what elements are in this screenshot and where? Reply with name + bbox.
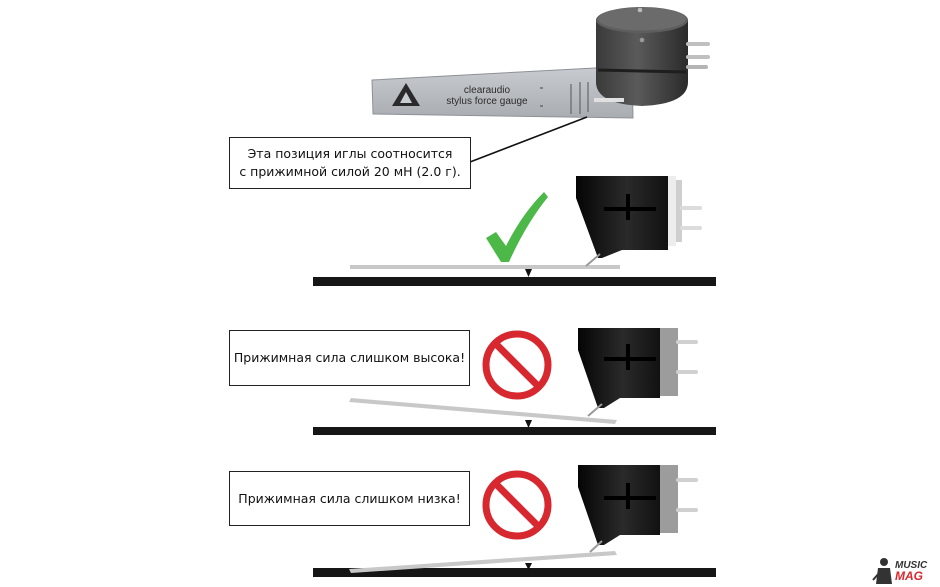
record-surface: [313, 568, 716, 577]
callout-correct-line2: с прижимной силой 20 мН (2.0 г).: [239, 164, 461, 179]
musicmag-logo-icon: [872, 558, 892, 584]
watermark-line1: MUSIC: [895, 560, 928, 571]
record-surface: [313, 277, 716, 286]
gauge-label: clearaudio stylus force gauge: [432, 85, 542, 107]
gauge-weight: [594, 7, 710, 106]
callout-too-low-text: Прижимная сила слишком низка!: [238, 490, 461, 506]
record-surface: [313, 427, 716, 435]
watermark-line2: MAG: [895, 569, 923, 583]
callout-force-too-low: Прижимная сила слишком низка!: [229, 471, 470, 526]
stylus-force-gauge-illustration: [371, 7, 710, 119]
callout-correct-force: Эта позиция иглы соотносится с прижимной…: [229, 137, 471, 189]
cartridge: [578, 328, 698, 417]
section-force-too-high: [313, 328, 716, 435]
gauge-plate: [371, 65, 634, 119]
pivot-point: [525, 269, 532, 277]
cartridge: [576, 176, 702, 267]
callout-too-high-text: Прижимная сила слишком высока!: [233, 350, 466, 365]
gauge-product: stylus force gauge: [446, 96, 528, 107]
clearaudio-logo-icon: [392, 83, 420, 106]
check-mark-icon: [486, 192, 548, 262]
callout-correct-line1: Эта позиция иглы соотносится: [247, 146, 453, 161]
balance-beam: [349, 551, 617, 573]
prohibition-icon: [482, 470, 552, 540]
balance-beam: [349, 398, 617, 424]
watermark-logo: MUSIC MAG: [895, 560, 927, 582]
pivot-point: [525, 563, 532, 570]
callout-force-too-high: Прижимная сила слишком высока!: [229, 330, 470, 386]
callout-leader-line: [469, 116, 588, 163]
balance-beam: [350, 265, 620, 269]
prohibition-icon: [482, 330, 552, 400]
section-force-too-low: [313, 465, 716, 577]
cartridge: [578, 465, 698, 553]
pivot-point: [525, 420, 532, 428]
section-correct-force: [313, 176, 716, 286]
gauge-brand: clearaudio: [463, 85, 511, 96]
